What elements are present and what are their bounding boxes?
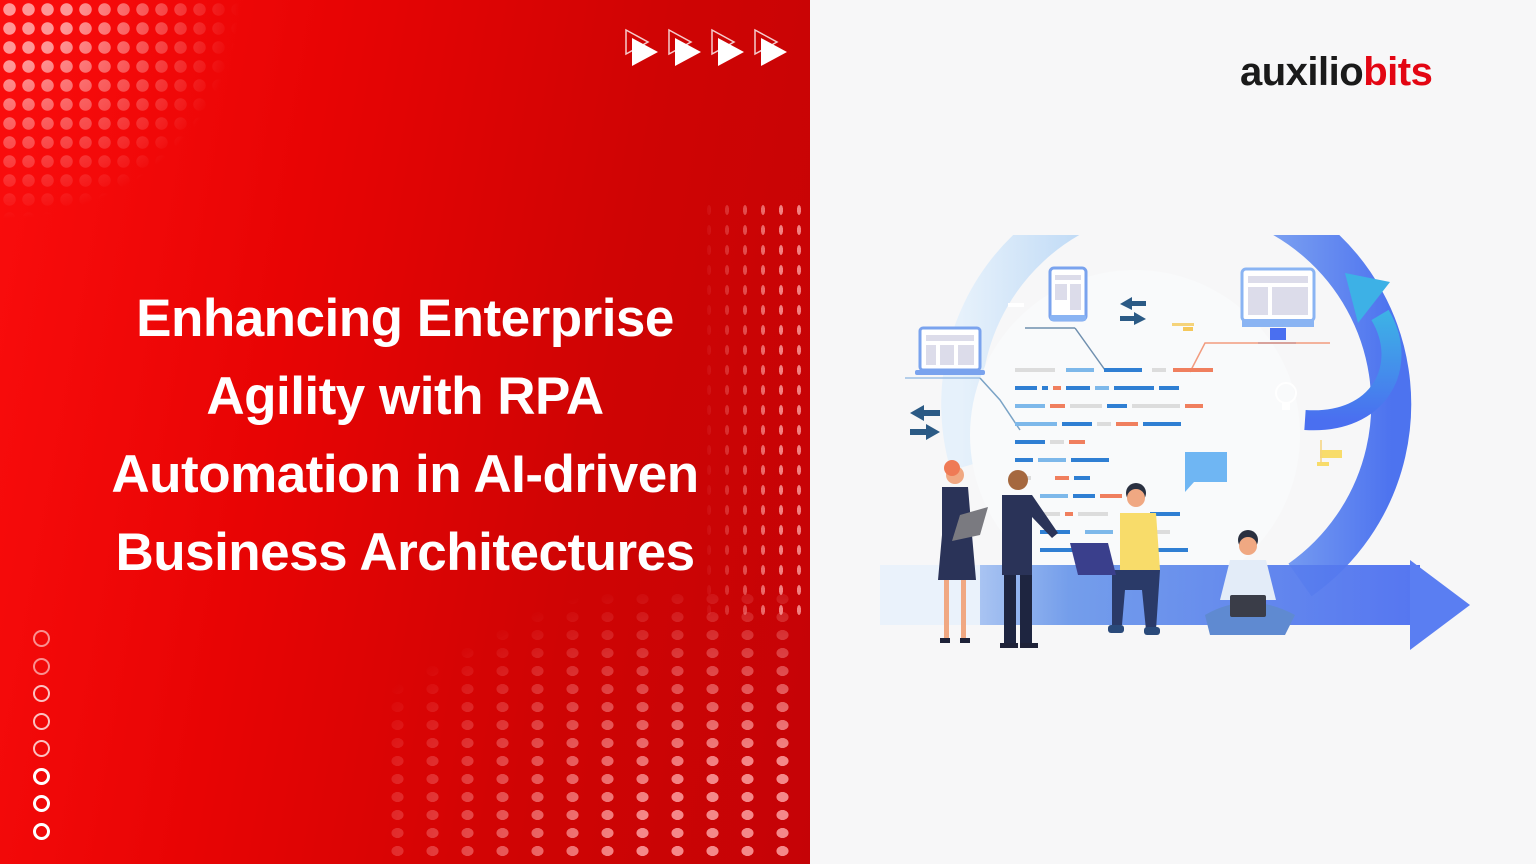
brand-logo[interactable]: auxiliobits <box>1240 50 1433 94</box>
team-agility-illustration <box>880 169 1480 660</box>
ring-icon <box>33 795 50 812</box>
chat-bubble-icon <box>1185 452 1227 492</box>
ring-icon <box>33 767 50 785</box>
lightbulb-icon <box>1275 382 1297 410</box>
page-title: Enhancing Enterprise Agility with RPA Au… <box>40 280 770 592</box>
ring-icon <box>33 822 50 840</box>
ring-icon <box>33 712 50 730</box>
person-man-icon <box>1000 470 1058 648</box>
person-woman-icon <box>938 460 988 643</box>
ring-stack-decoration <box>33 630 50 840</box>
laptop-icon <box>905 326 1021 431</box>
title-line: Enhancing Enterprise <box>136 289 674 348</box>
play-arrows-decoration <box>624 28 789 68</box>
logo-text-dark: auxilio <box>1240 50 1364 94</box>
halftone-dashes-decoration <box>700 200 810 620</box>
tablet-icon <box>1008 266 1106 371</box>
halftone-dots-decoration <box>380 590 810 864</box>
hero-banner-panel: Enhancing Enterprise Agility with RPA Au… <box>0 0 810 864</box>
logo-text-red: bits <box>1363 50 1433 94</box>
play-arrow-icon <box>667 28 703 68</box>
monitor-icon <box>1240 267 1316 344</box>
ring-icon <box>33 630 50 647</box>
title-line: Automation in AI-driven <box>111 445 699 504</box>
swap-arrows-icon <box>1120 297 1146 325</box>
person-laptop-icon <box>1070 483 1160 635</box>
halftone-dots-decoration <box>0 0 240 230</box>
ring-icon <box>33 657 50 675</box>
title-line: Business Architectures <box>115 523 695 582</box>
play-arrow-icon <box>753 28 789 68</box>
person-sitting-icon <box>1205 530 1295 635</box>
play-arrow-icon <box>710 28 746 68</box>
title-line: Agility with RPA <box>206 367 604 426</box>
tag-decoration <box>1172 323 1342 466</box>
ring-icon <box>33 740 50 757</box>
play-arrow-icon <box>624 28 660 68</box>
cycle-arrow-icon <box>1304 273 1402 431</box>
ring-icon <box>33 685 50 702</box>
swap-arrows-icon <box>910 405 940 440</box>
